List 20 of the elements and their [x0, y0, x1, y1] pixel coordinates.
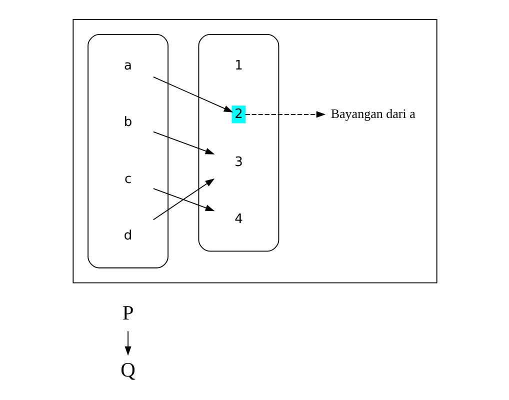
- node-text: b: [123, 115, 132, 130]
- node-text: 3: [234, 155, 242, 170]
- arrow: [152, 76, 233, 112]
- node-text: Bayangan dari a: [330, 106, 415, 121]
- node-text: c: [124, 172, 132, 187]
- node-text: P: [122, 302, 134, 325]
- arrow: [152, 131, 214, 154]
- node-box: 2: [231, 106, 246, 124]
- cluster: [198, 34, 279, 252]
- node-text: 4: [234, 212, 242, 227]
- cluster: [72, 19, 437, 284]
- arrow: [152, 178, 214, 220]
- node-text: d: [123, 228, 132, 244]
- node-text: Q: [120, 359, 135, 382]
- node-text: a: [124, 58, 132, 74]
- node-text: 1: [234, 58, 242, 74]
- cluster: [87, 34, 168, 268]
- arrow: [244, 111, 326, 118]
- arrow: [124, 330, 131, 356]
- arrow: [152, 188, 214, 212]
